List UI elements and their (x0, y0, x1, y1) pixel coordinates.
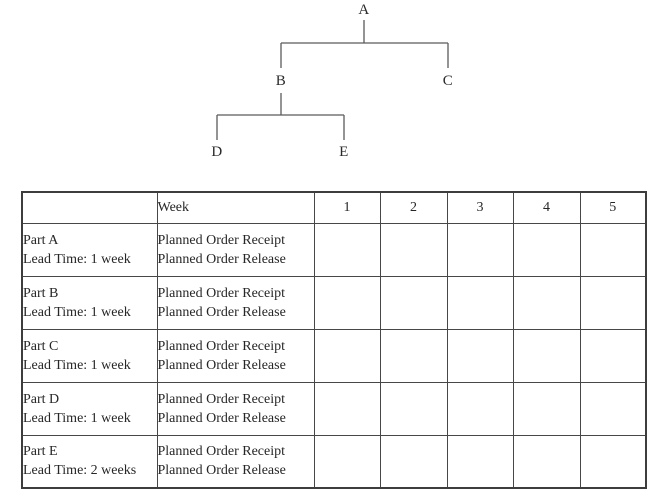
part-cell: Part B Lead Time: 1 week (21, 275, 158, 330)
week-cell (313, 434, 381, 489)
planned-order-release-label: Planned Order Release (157, 357, 286, 373)
product-structure-tree: A B C D E (0, 0, 670, 175)
week-cell (512, 222, 581, 277)
order-lines-cell: Planned Order Receipt Planned Order Rele… (156, 222, 315, 277)
header-week-4: 4 (512, 191, 581, 224)
week-cell (512, 275, 581, 330)
part-name: Part A (23, 232, 59, 248)
week-cell (579, 275, 647, 330)
week-cell (512, 328, 581, 383)
table-row-part-d: Part D Lead Time: 1 week Planned Order R… (21, 381, 647, 436)
tree-node-d: D (211, 144, 223, 160)
part-cell: Part A Lead Time: 1 week (21, 222, 158, 277)
planned-order-receipt-label: Planned Order Receipt (157, 391, 286, 407)
week-cell (379, 381, 448, 436)
week-cell (579, 434, 647, 489)
part-name: Part B (23, 285, 59, 301)
part-lead-time: Lead Time: 1 week (23, 410, 131, 426)
planned-order-release-label: Planned Order Release (157, 304, 286, 320)
week-cell (379, 328, 448, 383)
header-row: Week 1 2 3 4 5 (21, 191, 647, 224)
week-cell (379, 222, 448, 277)
planned-order-release-label: Planned Order Release (157, 251, 286, 267)
week-cell (446, 381, 514, 436)
mrp-table: Week 1 2 3 4 5 Part A Lead Time: 1 week … (21, 191, 647, 489)
week-cell (446, 222, 514, 277)
week-cell (446, 434, 514, 489)
tree-node-e: E (339, 144, 349, 160)
week-cell (379, 434, 448, 489)
week-cell (313, 275, 381, 330)
week-cell (379, 275, 448, 330)
header-empty-cell (21, 191, 158, 224)
week-cell (579, 381, 647, 436)
header-week-label: Week (156, 191, 315, 224)
order-lines-cell: Planned Order Receipt Planned Order Rele… (156, 434, 315, 489)
planned-order-receipt-label: Planned Order Receipt (157, 444, 286, 460)
planned-order-release-label: Planned Order Release (157, 410, 286, 426)
part-name: Part E (23, 444, 58, 460)
part-cell: Part C Lead Time: 1 week (21, 328, 158, 383)
week-cell (313, 222, 381, 277)
part-cell: Part D Lead Time: 1 week (21, 381, 158, 436)
table-row-part-b: Part B Lead Time: 1 week Planned Order R… (21, 275, 647, 330)
week-cell (579, 328, 647, 383)
part-lead-time: Lead Time: 1 week (23, 304, 131, 320)
part-lead-time: Lead Time: 2 weeks (23, 463, 137, 479)
week-cell (446, 275, 514, 330)
part-lead-time: Lead Time: 1 week (23, 251, 131, 267)
tree-node-b: B (275, 73, 287, 89)
planned-order-release-label: Planned Order Release (157, 463, 286, 479)
part-cell: Part E Lead Time: 2 weeks (21, 434, 158, 489)
header-week-5: 5 (579, 191, 647, 224)
order-lines-cell: Planned Order Receipt Planned Order Rele… (156, 328, 315, 383)
header-week-3: 3 (446, 191, 514, 224)
part-name: Part C (23, 338, 59, 354)
week-cell (313, 381, 381, 436)
header-week-2: 2 (379, 191, 448, 224)
planned-order-receipt-label: Planned Order Receipt (157, 285, 286, 301)
week-cell (446, 328, 514, 383)
header-week-1: 1 (313, 191, 381, 224)
tree-node-a: A (358, 2, 370, 18)
table-row-part-e: Part E Lead Time: 2 weeks Planned Order … (21, 434, 647, 489)
part-lead-time: Lead Time: 1 week (23, 357, 131, 373)
planned-order-receipt-label: Planned Order Receipt (157, 338, 286, 354)
week-cell (313, 328, 381, 383)
table-row-part-c: Part C Lead Time: 1 week Planned Order R… (21, 328, 647, 383)
order-lines-cell: Planned Order Receipt Planned Order Rele… (156, 381, 315, 436)
week-cell (579, 222, 647, 277)
tree-connectors (216, 20, 449, 140)
week-cell (512, 381, 581, 436)
part-name: Part D (23, 391, 60, 407)
order-lines-cell: Planned Order Receipt Planned Order Rele… (156, 275, 315, 330)
week-cell (512, 434, 581, 489)
table-row-part-a: Part A Lead Time: 1 week Planned Order R… (21, 222, 647, 277)
planned-order-receipt-label: Planned Order Receipt (157, 232, 286, 248)
tree-node-c: C (442, 73, 454, 89)
